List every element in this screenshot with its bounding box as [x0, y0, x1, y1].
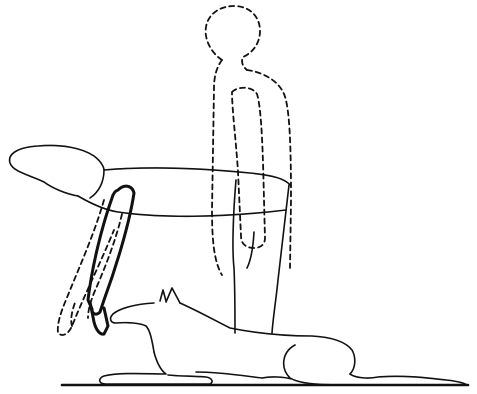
upright-figure-arm	[232, 88, 265, 248]
dog-ear-right	[166, 288, 180, 303]
hanging-hand-bold	[90, 302, 108, 334]
leg-right	[272, 185, 289, 333]
bent-figure-head	[10, 145, 104, 196]
dog-front-legs	[100, 352, 262, 384]
dog-belly-hind	[262, 345, 467, 385]
leg-left	[233, 180, 236, 333]
upright-figure-body	[212, 60, 291, 275]
standing-legs	[233, 180, 289, 333]
upright-figure-head	[206, 6, 260, 70]
lying-dog	[100, 288, 467, 385]
upright-figure-dashed	[206, 6, 291, 275]
dog-head-back	[111, 303, 355, 374]
dog-ear-left	[160, 290, 166, 301]
bent-figure	[10, 145, 291, 216]
bent-figure-neck	[90, 170, 104, 198]
leg-inner	[247, 232, 254, 268]
